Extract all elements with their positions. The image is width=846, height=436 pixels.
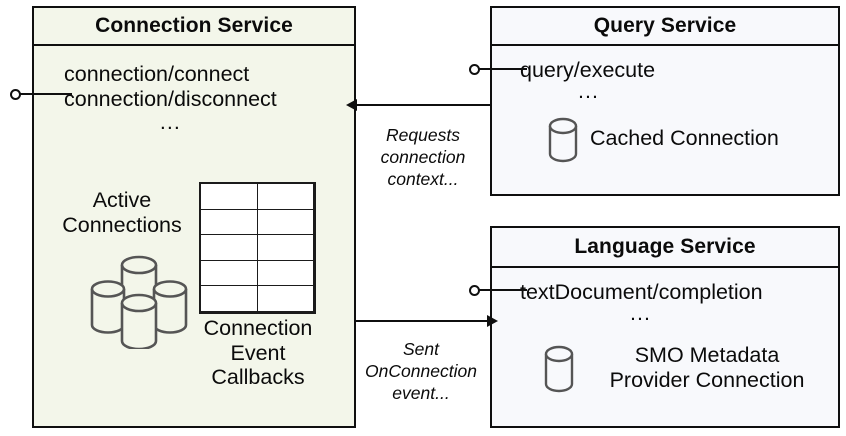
edge-label-requests-connection-context: Requests connection context... <box>358 124 488 190</box>
connection-service-interface-list: connection/connect connection/disconnect… <box>64 62 277 135</box>
component-language-service[interactable]: Language Service textDocument/completion… <box>490 226 840 428</box>
table-cell <box>257 235 314 261</box>
interface-connection-connect: connection/connect <box>64 62 250 86</box>
query-service-body: query/execute ... Cached Connection <box>492 46 838 192</box>
active-connections-label: Active Connections <box>52 188 192 237</box>
callbacks-line3: Callbacks <box>211 365 305 390</box>
database-stack-icon <box>78 251 200 354</box>
table-cell <box>201 286 258 312</box>
smo-metadata-provider-connection-label: SMO Metadata Provider Connection <box>586 343 828 392</box>
connection-service-title: Connection Service <box>34 8 354 46</box>
database-cylinder-icon <box>542 344 576 401</box>
edge-label-line2: OnConnection <box>365 361 477 382</box>
lollipop-stem-icon <box>20 93 72 95</box>
active-connections-line2: Connections <box>62 212 182 237</box>
edge-line <box>356 320 488 322</box>
interface-connection-disconnect: connection/disconnect <box>64 86 277 111</box>
connection-event-callbacks-table <box>199 182 316 314</box>
language-service-body: textDocument/completion ... SMO Metadata… <box>492 268 838 424</box>
query-service-interface-list: query/execute ... <box>520 58 655 104</box>
connection-service-ellipsis: ... <box>159 109 181 134</box>
component-query-service[interactable]: Query Service query/execute ... Cached C… <box>490 6 840 196</box>
callbacks-line2: Event <box>230 340 286 365</box>
cached-connection-text: Cached Connection <box>590 126 779 150</box>
edge-label-sent-onconnection-event: Sent OnConnection event... <box>355 338 487 404</box>
lollipop-stem-icon <box>479 68 527 70</box>
smo-metadata-line2: Provider Connection <box>609 367 805 392</box>
edge-label-line2: connection <box>380 147 466 168</box>
interface-query-execute: query/execute <box>520 58 656 82</box>
table-cell <box>201 260 258 287</box>
smo-metadata-line1: SMO Metadata <box>634 343 780 367</box>
table-cell <box>257 260 314 287</box>
edge-label-line3: context... <box>387 169 459 190</box>
language-service-ellipsis: ... <box>630 300 651 325</box>
interface-textdocument-completion: textDocument/completion <box>520 280 763 304</box>
arrow-head-right-icon <box>487 315 498 327</box>
active-connections-line1: Active <box>92 188 152 212</box>
connection-event-callbacks-label: Connection Event Callbacks <box>191 316 325 390</box>
connection-service-body: connection/connect connection/disconnect… <box>34 46 354 424</box>
table-cell <box>257 184 314 210</box>
table-cell <box>201 184 258 210</box>
language-service-interface-list: textDocument/completion ... <box>520 280 763 326</box>
edge-line <box>357 104 490 106</box>
lollipop-stem-icon <box>479 289 527 291</box>
table-cell <box>201 235 258 261</box>
table-cell <box>257 286 314 312</box>
edge-label-line1: Requests <box>386 125 460 145</box>
edge-label-line3: event... <box>392 383 450 404</box>
language-service-title: Language Service <box>492 228 838 268</box>
cached-connection-label: Cached Connection <box>590 126 779 151</box>
callbacks-line1: Connection <box>203 316 313 340</box>
table-cell <box>257 209 314 236</box>
query-service-ellipsis: ... <box>578 78 599 103</box>
component-connection-service[interactable]: Connection Service connection/connect co… <box>32 6 356 428</box>
arrow-head-left-icon <box>346 99 357 111</box>
edge-label-line1: Sent <box>403 339 439 359</box>
query-service-title: Query Service <box>492 8 838 46</box>
database-cylinder-icon <box>546 116 580 169</box>
table-cell <box>201 209 258 236</box>
